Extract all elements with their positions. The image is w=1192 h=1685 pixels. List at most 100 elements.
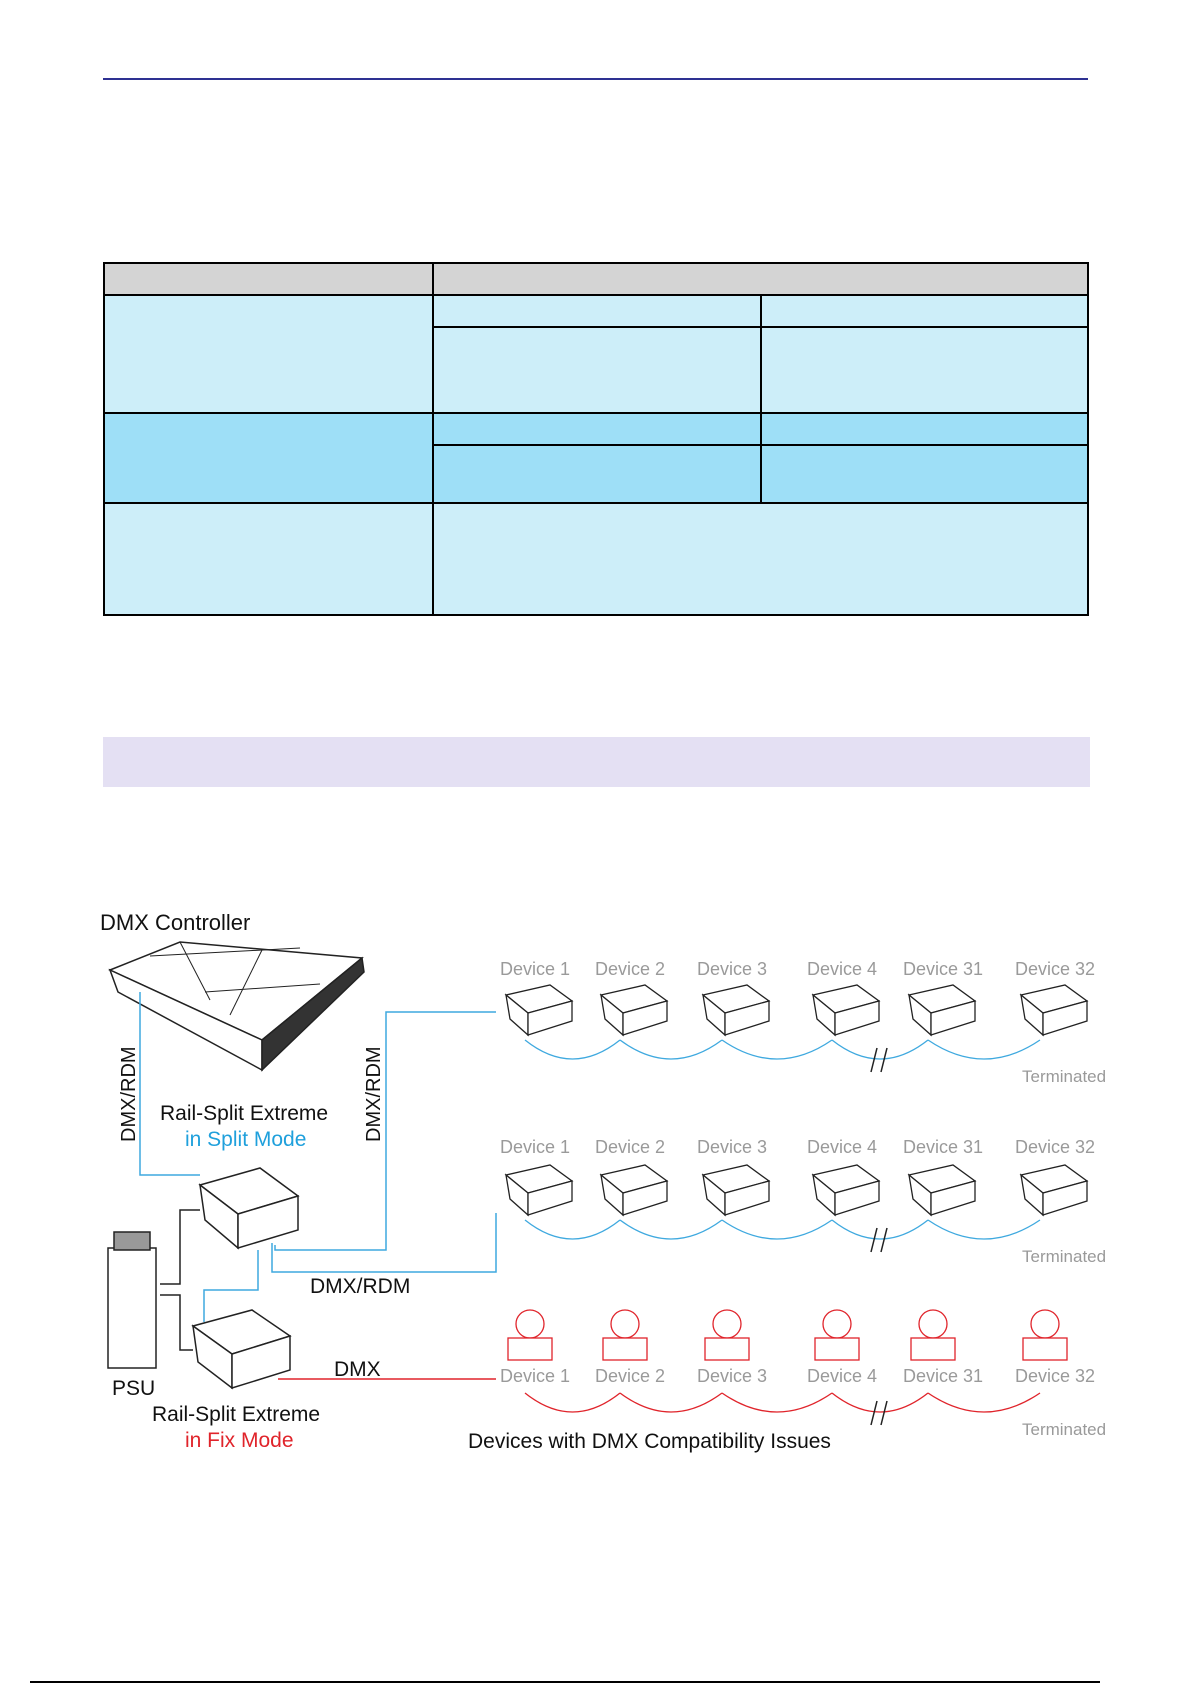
daisy-chain-link bbox=[927, 1039, 1041, 1060]
controller-to-split-line bbox=[139, 992, 200, 1176]
wash-light-icon bbox=[907, 1164, 977, 1217]
header-rule bbox=[103, 78, 1088, 80]
split-unit-mode: in Split Mode bbox=[185, 1128, 306, 1151]
dmx-label: DMX bbox=[334, 1358, 381, 1381]
wash-light-icon bbox=[811, 1164, 881, 1217]
terminated-label: Terminated bbox=[1022, 1247, 1106, 1266]
link-label-vertical: DMX/RDM bbox=[118, 1046, 140, 1142]
split-to-row1-line bbox=[274, 1011, 496, 1251]
psu-power-line bbox=[160, 1294, 193, 1351]
dimmer-pack-icon bbox=[811, 984, 881, 1037]
device-label: Device 2 bbox=[595, 959, 665, 979]
split-to-row2-line bbox=[271, 1213, 497, 1273]
rail-split-split-mode-icon bbox=[198, 1167, 300, 1250]
chain-break-mark bbox=[870, 1400, 888, 1426]
device-label: Device 32 bbox=[1015, 1137, 1095, 1157]
dimmer-pack-icon bbox=[599, 984, 669, 1037]
table-cell bbox=[432, 326, 762, 414]
fix-unit-name: Rail-Split Extreme bbox=[152, 1403, 320, 1426]
table-header-cell bbox=[432, 262, 1089, 296]
daisy-chain-link bbox=[721, 1039, 833, 1060]
link-label-vertical-2: DMX/RDM bbox=[363, 1046, 385, 1142]
device-label: Device 2 bbox=[595, 1366, 665, 1386]
table-cell bbox=[432, 412, 762, 446]
terminated-label: Terminated bbox=[1022, 1420, 1106, 1439]
daisy-chain-link bbox=[831, 1392, 929, 1413]
wash-light-icon bbox=[599, 1164, 669, 1217]
daisy-chain-link bbox=[721, 1392, 833, 1413]
spec-table bbox=[103, 262, 1089, 616]
table-cell bbox=[103, 412, 434, 504]
daisy-chain-link bbox=[619, 1039, 723, 1060]
dmx-controller-icon bbox=[108, 941, 365, 1072]
controller-label: DMX Controller bbox=[100, 910, 250, 935]
table-row bbox=[103, 502, 1089, 616]
device-label: Device 3 bbox=[697, 1366, 767, 1386]
dmx-wiring-diagram: DMX Controller DMX/RDM DMX/RDM Rail-Spli… bbox=[100, 910, 1106, 1453]
daisy-chain-link bbox=[831, 1219, 929, 1240]
daisy-chain-link bbox=[524, 1219, 621, 1240]
table-cell bbox=[760, 444, 1089, 504]
chain-break-mark bbox=[870, 1047, 888, 1073]
section-band bbox=[103, 737, 1090, 787]
split-unit-name: Rail-Split Extreme bbox=[160, 1102, 328, 1125]
wash-light-icon bbox=[504, 1164, 574, 1217]
device-label: Device 32 bbox=[1015, 959, 1095, 979]
table-row bbox=[103, 294, 1089, 414]
terminated-label: Terminated bbox=[1022, 1067, 1106, 1086]
compat-caption: Devices with DMX Compatibility Issues bbox=[468, 1430, 831, 1453]
psu-power-line bbox=[160, 1209, 200, 1285]
device-label: Device 1 bbox=[500, 1137, 570, 1157]
dimmer-pack-icon bbox=[701, 984, 771, 1037]
psu-label: PSU bbox=[112, 1377, 155, 1400]
dimmer-pack-icon bbox=[1019, 984, 1089, 1037]
device-label: Device 2 bbox=[595, 1137, 665, 1157]
dimmer-pack-icon bbox=[504, 984, 574, 1037]
moving-head-light-icon bbox=[602, 1309, 648, 1361]
device-label: Device 31 bbox=[903, 959, 983, 979]
daisy-chain-link bbox=[831, 1039, 929, 1060]
table-header-cell bbox=[103, 262, 434, 296]
daisy-chain-link bbox=[619, 1219, 723, 1240]
rail-split-fix-mode-icon bbox=[191, 1309, 292, 1390]
device-label: Device 3 bbox=[697, 959, 767, 979]
device-label: Device 1 bbox=[500, 959, 570, 979]
moving-head-light-icon bbox=[910, 1309, 956, 1361]
wash-light-icon bbox=[1019, 1164, 1089, 1217]
table-row bbox=[104, 444, 1089, 504]
device-label: Device 32 bbox=[1015, 1366, 1095, 1386]
fix-unit-mode: in Fix Mode bbox=[185, 1429, 294, 1452]
device-label: Device 4 bbox=[807, 959, 877, 979]
device-label: Device 31 bbox=[903, 1366, 983, 1386]
moving-head-light-icon bbox=[814, 1309, 860, 1361]
wash-light-icon bbox=[701, 1164, 771, 1217]
table-row bbox=[104, 326, 1089, 414]
table-cell bbox=[432, 444, 762, 504]
table-cell bbox=[103, 294, 434, 414]
moving-head-light-icon bbox=[1022, 1309, 1068, 1361]
psu-icon bbox=[107, 1231, 157, 1369]
device-label: Device 3 bbox=[697, 1137, 767, 1157]
footer-rule bbox=[30, 1681, 1100, 1683]
device-label: Device 4 bbox=[807, 1137, 877, 1157]
moving-head-light-icon bbox=[704, 1309, 750, 1361]
daisy-chain-link bbox=[721, 1219, 833, 1240]
daisy-chain-link bbox=[619, 1392, 723, 1413]
chain-break-mark bbox=[870, 1227, 888, 1253]
device-label: Device 31 bbox=[903, 1137, 983, 1157]
table-cell bbox=[432, 294, 762, 328]
table-cell bbox=[103, 502, 434, 616]
split-to-fix-line bbox=[203, 1250, 259, 1322]
daisy-chain-link bbox=[927, 1219, 1041, 1240]
dimmer-pack-icon bbox=[907, 984, 977, 1037]
table-cell bbox=[760, 412, 1089, 446]
device-label: Device 1 bbox=[500, 1366, 570, 1386]
daisy-chain-link bbox=[524, 1392, 621, 1413]
moving-head-light-icon bbox=[507, 1309, 553, 1361]
table-cell bbox=[760, 326, 1089, 414]
device-label: Device 4 bbox=[807, 1366, 877, 1386]
table-header-row bbox=[103, 262, 1089, 296]
table-cell bbox=[760, 294, 1089, 328]
table-cell bbox=[432, 502, 1089, 616]
link-label-horizontal: DMX/RDM bbox=[310, 1275, 410, 1298]
